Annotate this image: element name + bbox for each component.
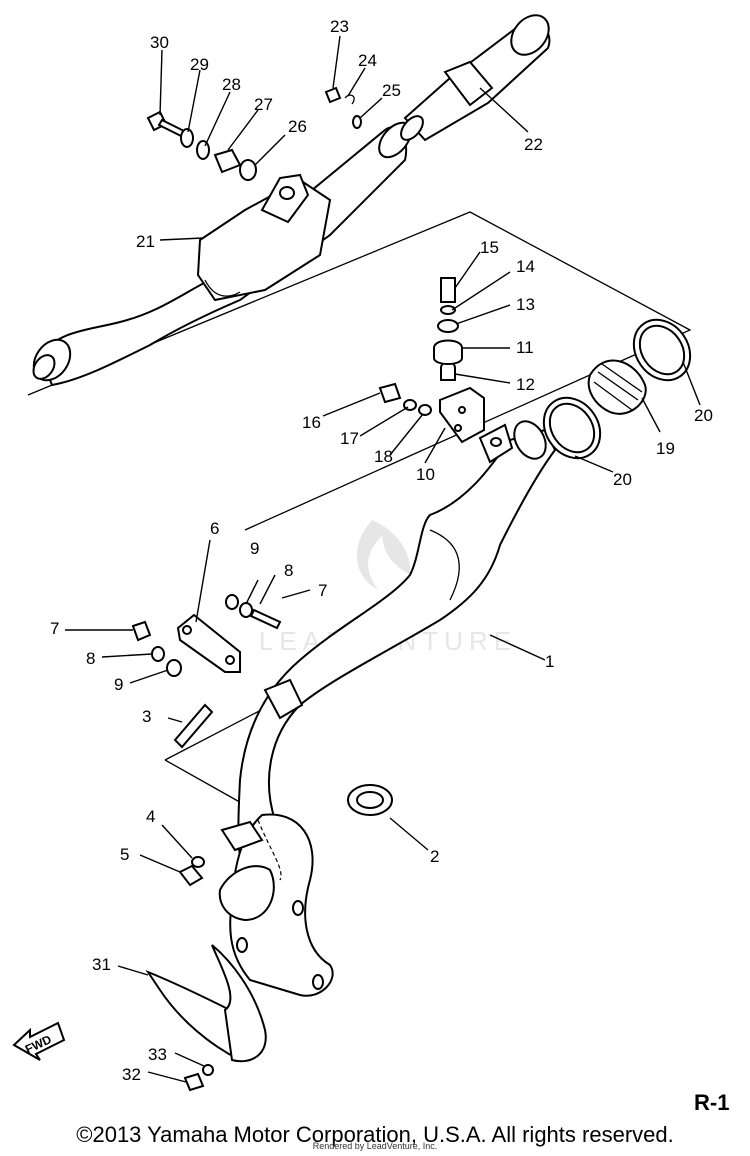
callout-8a: 8 <box>86 649 95 668</box>
copyright-notice: ©2013 Yamaha Motor Corporation, U.S.A. A… <box>76 1122 674 1147</box>
mount-bracket-hardware <box>378 277 485 444</box>
callout-12: 12 <box>516 375 535 394</box>
callout-14: 14 <box>516 257 535 276</box>
callout-7a: 7 <box>50 619 59 638</box>
callout-13: 13 <box>516 295 535 314</box>
tailpipe <box>400 14 551 142</box>
callout-2: 2 <box>430 847 439 866</box>
callout-21: 21 <box>136 232 155 251</box>
guide-frame-lower <box>164 707 266 806</box>
leader-lines <box>65 35 701 1083</box>
rendered-by-notice: Rendered by LeadVenture, Inc. <box>312 1141 438 1151</box>
fwd-arrow: FWD <box>12 1021 66 1061</box>
callout-15: 15 <box>480 238 499 257</box>
callout-9a: 9 <box>114 675 123 694</box>
callout-6: 6 <box>210 519 219 538</box>
exhaust-pipe <box>218 420 557 997</box>
spring-washer-and-nut <box>178 856 205 887</box>
callout-19: 19 <box>656 439 675 458</box>
heat-guard <box>145 944 267 1092</box>
callout-25: 25 <box>382 81 401 100</box>
clamps-and-joint <box>542 318 692 460</box>
callout-labels: 1 2 3 4 5 6 7 7 8 8 9 9 10 11 12 13 14 1… <box>50 17 713 1084</box>
callout-4: 4 <box>146 807 155 826</box>
callout-24: 24 <box>358 51 377 70</box>
callout-18: 18 <box>374 447 393 466</box>
callout-31: 31 <box>92 955 111 974</box>
callout-3: 3 <box>142 707 151 726</box>
callout-29: 29 <box>190 55 209 74</box>
callout-23: 23 <box>330 17 349 36</box>
callout-32: 32 <box>122 1065 141 1084</box>
callout-16: 16 <box>302 413 321 432</box>
callout-30: 30 <box>150 33 169 52</box>
callout-22: 22 <box>524 135 543 154</box>
callout-7b: 7 <box>318 581 327 600</box>
gasket <box>347 784 393 816</box>
muffler <box>32 121 412 387</box>
callout-11: 11 <box>516 338 534 357</box>
callout-33: 33 <box>148 1045 167 1064</box>
callout-17: 17 <box>340 429 359 448</box>
callout-26: 26 <box>288 117 307 136</box>
callout-28: 28 <box>222 75 241 94</box>
muffler-mount-hardware <box>146 86 362 181</box>
callout-10: 10 <box>416 465 435 484</box>
pipe-bracket <box>131 594 282 677</box>
callout-9b: 9 <box>250 539 259 558</box>
callout-5: 5 <box>120 845 129 864</box>
page-code: R-1 <box>694 1090 730 1115</box>
callout-1: 1 <box>545 652 554 671</box>
callout-27: 27 <box>254 95 273 114</box>
callout-20b: 20 <box>694 406 713 425</box>
callout-8b: 8 <box>284 561 293 580</box>
callout-20a: 20 <box>613 470 632 489</box>
stud <box>173 703 214 749</box>
guide-frame-upper <box>27 211 692 531</box>
